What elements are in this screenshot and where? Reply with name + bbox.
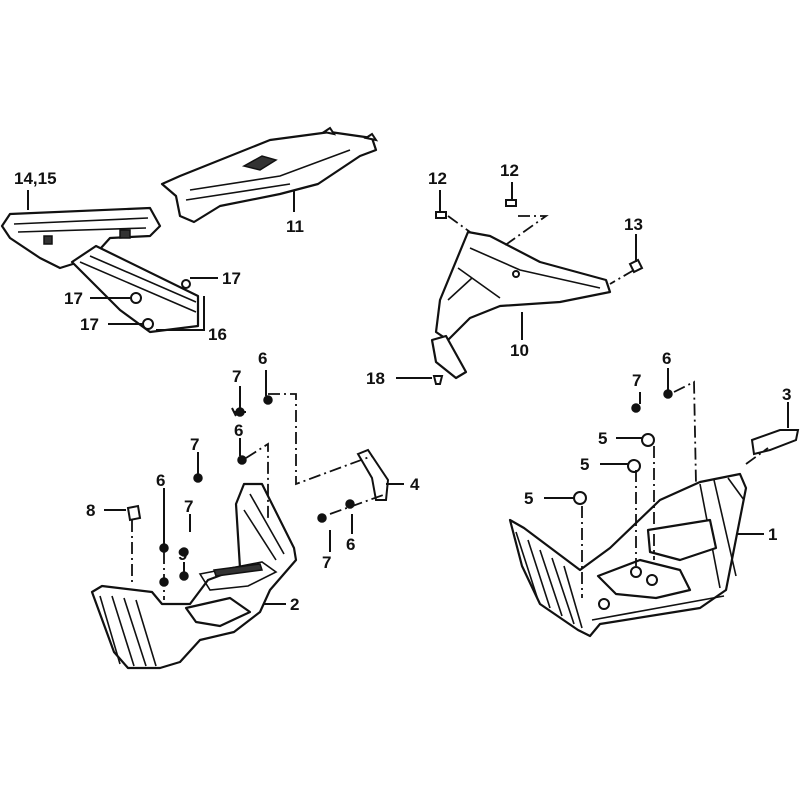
right-floor-panel-part	[508, 472, 748, 638]
left-floor-panel-part	[90, 482, 298, 670]
callout-6e: 6	[662, 349, 671, 368]
callout-18: 18	[366, 369, 385, 388]
callout-1: 1	[768, 525, 777, 544]
callout-14-15: 14,15	[14, 169, 57, 188]
callout-13: 13	[624, 215, 643, 234]
rear-cover-part	[160, 126, 379, 224]
callout-4: 4	[410, 475, 420, 494]
callout-6b: 6	[234, 421, 243, 440]
callout-17c: 17	[80, 315, 99, 334]
callout-12b: 12	[500, 161, 519, 180]
callout-16: 16	[208, 325, 227, 344]
callout-9: 9	[178, 545, 187, 564]
callout-6c: 6	[156, 471, 165, 490]
leader-lines	[27, 182, 789, 605]
callout-7e: 7	[632, 371, 641, 390]
callout-6a: 6	[258, 349, 267, 368]
callout-3: 3	[782, 385, 791, 404]
callout-17a: 17	[222, 269, 241, 288]
callout-17b: 17	[64, 289, 83, 308]
assembly-lines	[131, 215, 769, 600]
callout-5b: 5	[580, 455, 589, 474]
callout-5c: 5	[524, 489, 533, 508]
callout-7c: 7	[184, 497, 193, 516]
callout-8: 8	[86, 501, 95, 520]
callout-11: 11	[286, 217, 304, 236]
rear-carrier-part	[0, 206, 200, 334]
center-cover-part	[430, 230, 612, 380]
callout-5a: 5	[598, 429, 607, 448]
callout-2: 2	[290, 595, 299, 614]
callout-6d: 6	[346, 535, 355, 554]
callout-labels: 14,15 11 12 12 13 17 17 17 16 10 18 6 7 …	[14, 161, 791, 614]
callout-12a: 12	[428, 169, 447, 188]
callout-7d: 7	[322, 553, 331, 572]
callout-7b: 7	[190, 435, 199, 454]
callout-10: 10	[510, 341, 529, 360]
callout-7a: 7	[232, 367, 241, 386]
